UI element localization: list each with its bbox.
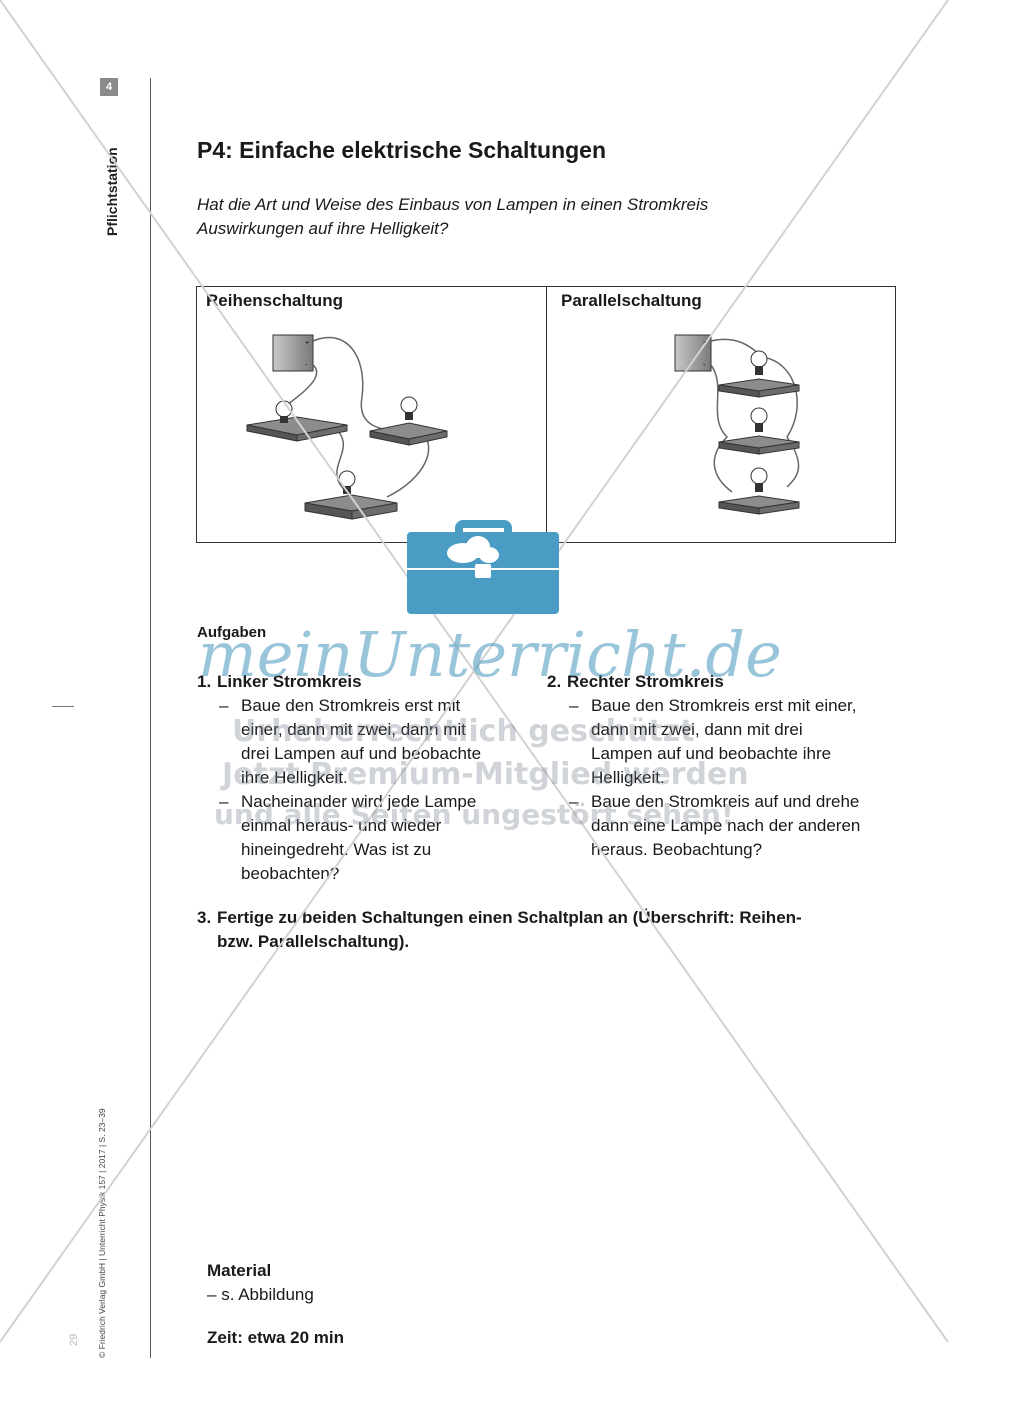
margin-tick xyxy=(52,706,74,707)
watermark-line-2: Jetzt Premium-Mitglied werden xyxy=(222,757,749,792)
lamp-2-icon xyxy=(369,396,448,446)
parallel-circuit-illustration: + - xyxy=(674,334,800,515)
task-3: 3.Fertige zu beiden Schaltungen einen Sc… xyxy=(197,908,802,951)
page-title: P4: Einfache elektrische Schaltungen xyxy=(197,137,607,163)
sidebar-rule xyxy=(150,78,151,1358)
page-badge: 4 xyxy=(100,78,118,96)
material-heading: Material xyxy=(207,1261,272,1280)
parallel-circuit-heading: Parallelschaltung xyxy=(561,291,702,310)
lamp-3-icon xyxy=(304,470,398,520)
parallel-lamp-1-icon xyxy=(718,350,800,398)
station-label: Pflichtstation xyxy=(104,147,120,236)
research-question: Hat die Art und Weise des Einbaus von La… xyxy=(197,193,817,241)
series-circuit-illustration: + - xyxy=(246,334,448,520)
battery-icon: + - xyxy=(674,334,712,372)
question-line-1: Hat die Art und Weise des Einbaus von La… xyxy=(197,195,709,214)
figure-divider xyxy=(546,287,547,542)
page-number: 29 xyxy=(68,1333,80,1346)
material-item: – s. Abbildung xyxy=(207,1285,314,1304)
time-note: Zeit: etwa 20 min xyxy=(207,1328,344,1347)
battery-icon: + - xyxy=(272,334,314,372)
watermark-line-3: und alle Seiten ungestört sehen! xyxy=(214,798,734,831)
copyright-credit: © Friedrich Verlag GmbH | Unterricht Phy… xyxy=(97,1108,107,1358)
parallel-lamp-2-icon xyxy=(718,407,800,455)
watermark-brand: meinUnterricht.de xyxy=(198,618,782,691)
svg-text:+: + xyxy=(305,340,309,347)
svg-text:+: + xyxy=(703,340,707,347)
lamp-1-icon xyxy=(246,400,348,442)
question-line-2: Auswirkungen auf ihre Helligkeit? xyxy=(197,219,449,238)
series-circuit-heading: Reihenschaltung xyxy=(206,291,343,310)
circuit-figure-table: Reihenschaltung Parallelschaltung + - xyxy=(196,286,896,543)
watermark-line-1: Urheberrechtlich geschützt xyxy=(232,714,695,749)
